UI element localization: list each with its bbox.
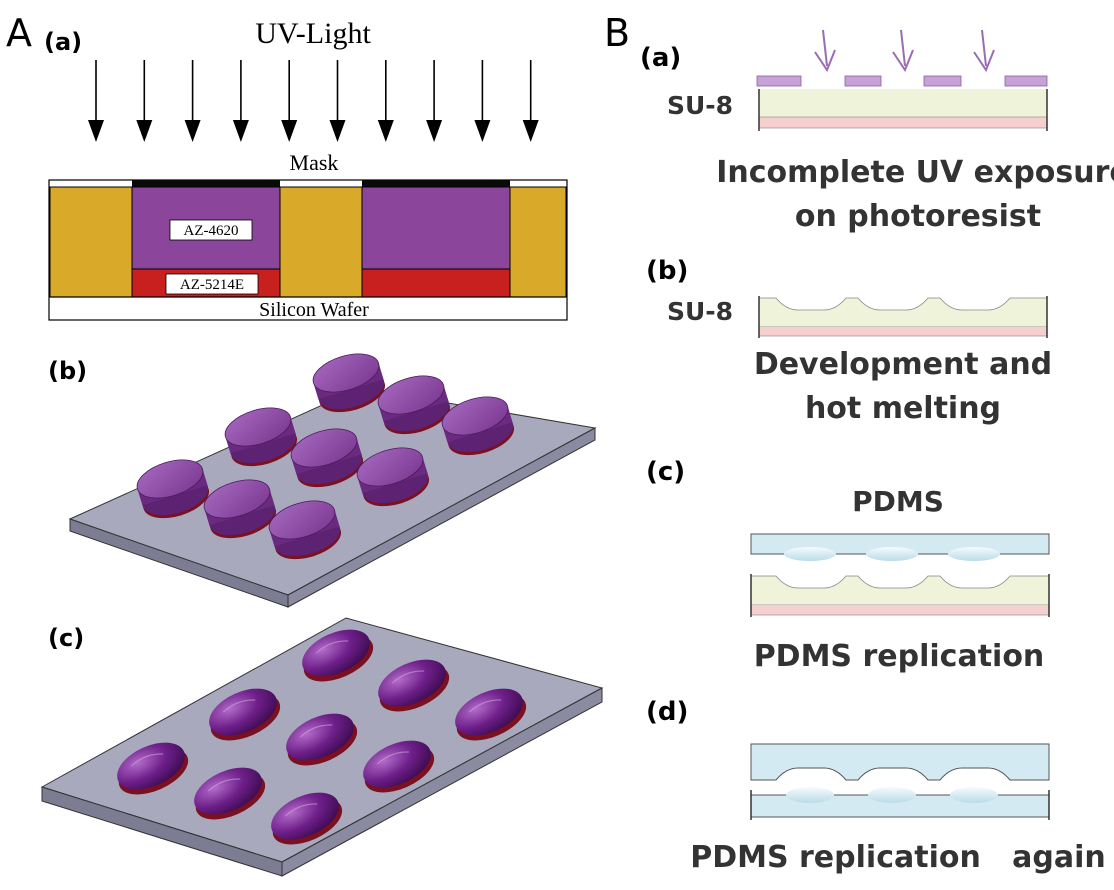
panel-a-sub-a-label: (a) — [44, 28, 82, 56]
disc-pillar — [377, 375, 451, 435]
panel-a-letter: A — [6, 11, 32, 55]
microlens — [302, 629, 374, 682]
mask-bar-left — [132, 180, 280, 187]
step-c-su8-mold — [750, 574, 1050, 617]
lens-array — [117, 629, 527, 845]
microlens — [363, 740, 435, 793]
uv-arrow-icon — [814, 29, 836, 73]
az4620-block-right — [361, 186, 511, 270]
uv-arrow-icon — [474, 60, 491, 142]
microlens — [286, 713, 358, 766]
uv-arrows — [88, 60, 539, 142]
uv-arrow-icon — [426, 60, 443, 142]
step-d-top-pdms — [750, 743, 1050, 781]
disc-pillar — [224, 407, 298, 467]
step-a-caption-line1: Incomplete UV exposure — [716, 155, 1114, 190]
step-a-su8-layer — [758, 89, 1048, 131]
panel-a-sub-c-label: (c) — [48, 624, 84, 652]
disc-pillar — [290, 428, 364, 488]
microlens — [117, 742, 189, 795]
step-c-pdms-layer — [750, 533, 1050, 561]
step-b-caption-line2: hot melting — [805, 391, 1001, 426]
disc-pillar — [136, 459, 210, 519]
step-c-label: (c) — [646, 457, 685, 487]
microlens — [209, 688, 281, 741]
uv-arrow-icon — [377, 60, 394, 142]
uv-arrow-icon — [184, 60, 201, 142]
disc-array — [136, 353, 515, 560]
microlens — [194, 767, 266, 820]
uv-arrow-icon — [329, 60, 346, 142]
step-b-caption-line1: Development and — [754, 347, 1052, 382]
gold-block-left — [49, 186, 133, 298]
uv-light-label: UV-Light — [255, 17, 371, 50]
step-a-label: (a) — [640, 43, 681, 73]
az5214e-label: AZ-5214E — [180, 277, 244, 293]
step-a-caption-line2: on photoresist — [795, 199, 1041, 234]
az4620-label: AZ-4620 — [184, 223, 239, 239]
disc-pillar — [203, 479, 277, 539]
uv-arrow-icon — [232, 60, 249, 142]
step-d-label: (d) — [646, 697, 688, 727]
panel-b-letter: B — [604, 11, 630, 55]
uv-arrow-icon — [136, 60, 153, 142]
disc-pillar — [268, 500, 342, 560]
step-b-su8-melted — [758, 296, 1048, 338]
cross-section-diagram: AZ-4620 AZ-5214E Silicon Wafer — [48, 179, 568, 321]
uv-arrow-icon — [973, 29, 995, 73]
step-d-bottom-pdms — [750, 787, 1050, 820]
disc-pillar — [312, 353, 386, 413]
disc-pillar — [356, 447, 430, 507]
panel-a-sub-b-label: (b) — [48, 357, 87, 385]
microlens — [271, 792, 343, 845]
mask-bar-right — [362, 180, 510, 187]
uv-arrow-icon — [892, 29, 914, 73]
az4620-label-box — [169, 219, 253, 241]
az5214e-block-right — [361, 268, 511, 298]
step-d-caption: PDMS replication again — [690, 840, 1106, 875]
step-a-mask-pads — [756, 75, 1048, 87]
uv-arrow-icon — [281, 60, 298, 142]
mask-label: Mask — [290, 150, 339, 175]
silicon-wafer-label: Silicon Wafer — [259, 299, 369, 321]
az5214e-label-box — [165, 273, 259, 295]
gold-block-right — [509, 186, 567, 298]
step-c-material-label: PDMS — [852, 485, 944, 518]
step-b-label: (b) — [646, 256, 688, 286]
disc-pillar — [441, 396, 515, 456]
uv-arrow-icon — [522, 60, 539, 142]
microlens — [455, 688, 527, 741]
step-c-caption: PDMS replication — [754, 639, 1045, 674]
step-a-material-label: SU-8 — [667, 91, 733, 120]
step-a-uv-arrows — [814, 29, 995, 73]
microlens — [378, 659, 450, 712]
gold-block-middle — [279, 186, 363, 298]
step-b-material-label: SU-8 — [667, 297, 733, 326]
uv-arrow-icon — [88, 60, 104, 142]
